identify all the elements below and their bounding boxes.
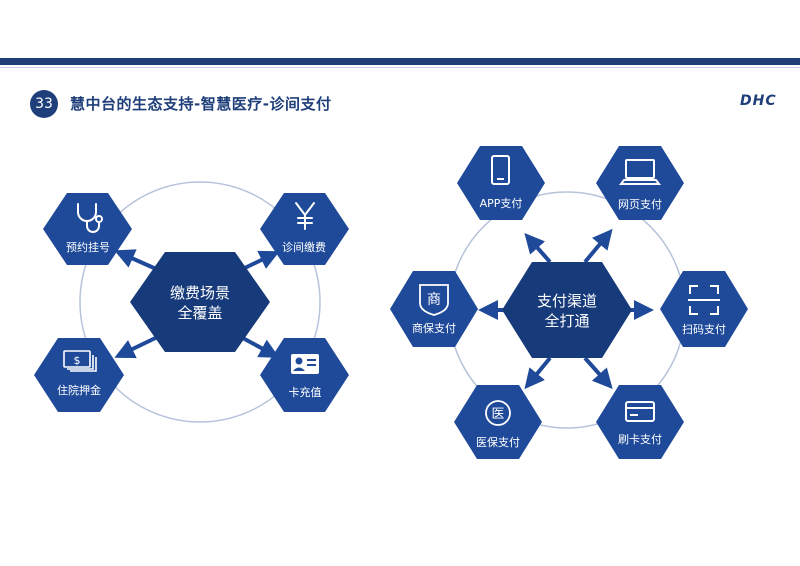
svg-text:$: $ (74, 354, 81, 367)
node-label-app-pay: APP支付 (480, 197, 523, 210)
left-center-hexagon (130, 252, 270, 352)
right-center-line2: 全打通 (544, 312, 589, 330)
left-diagram: 缴费场景 全覆盖 预约挂号 诊间缴费 (34, 181, 349, 423)
node-label-scan-pay: 扫码支付 (682, 323, 726, 336)
node-clinic-payment: 诊间缴费 (260, 193, 349, 265)
node-appointment: 预约挂号 (43, 193, 132, 265)
node-deposit: $ 住院押金 (34, 338, 124, 412)
node-label-appointment: 预约挂号 (66, 240, 110, 254)
page-number-badge: 33 (30, 90, 58, 118)
node-scan-pay: 扫码支付 (660, 271, 748, 347)
right-diagram: 支付渠道 全打通 APP支付 网页支付 商 (390, 146, 748, 459)
medical-badge-icon: 医 (485, 400, 511, 426)
arrow-to-app-pay (524, 233, 552, 264)
node-web-pay: 网页支付 (596, 146, 684, 220)
medical-badge-char: 医 (491, 407, 504, 422)
header-divider (0, 67, 800, 68)
left-center-line1: 缴费场景 (170, 284, 230, 302)
arrow-to-medical-ins-pay (524, 356, 552, 390)
id-card-icon (291, 354, 319, 374)
node-card-recharge: 卡充值 (260, 338, 349, 412)
node-label-web-pay: 网页支付 (618, 198, 662, 211)
node-card-pay: 刷卡支付 (596, 385, 684, 459)
node-label-deposit: 住院押金 (57, 383, 101, 397)
laptop-icon (619, 159, 661, 185)
cash-stack-icon: $ (63, 350, 97, 372)
right-center-hexagon (502, 262, 632, 358)
arrow-to-web-pay (583, 228, 613, 264)
left-center-line2: 全覆盖 (177, 304, 222, 322)
shop-badge-char: 商 (427, 292, 441, 308)
left-ring (79, 181, 321, 423)
scan-frame-icon (688, 285, 720, 315)
arrow-to-card-pay (583, 356, 613, 389)
node-label-card-recharge: 卡充值 (289, 385, 322, 399)
dhc-logo: DHC (740, 93, 777, 109)
right-center-line1: 支付渠道 (537, 292, 597, 310)
shop-badge-icon: 商 (419, 284, 449, 316)
stethoscope-icon (77, 203, 103, 233)
header-bar (0, 58, 800, 65)
node-label-commercial-ins-pay: 商保支付 (412, 321, 456, 335)
node-medical-ins-pay: 医 医保支付 (454, 385, 542, 459)
yen-icon (295, 202, 315, 230)
bank-card-icon (625, 401, 655, 422)
node-label-clinic-payment: 诊间缴费 (282, 240, 326, 254)
node-app-pay: APP支付 (457, 146, 545, 220)
page-title: 慧中台的生态支持-智慧医疗-诊间支付 (70, 95, 332, 113)
node-label-medical-ins-pay: 医保支付 (476, 435, 520, 449)
node-commercial-ins-pay: 商 商保支付 (390, 271, 478, 347)
smartphone-icon (491, 155, 510, 185)
node-label-card-pay: 刷卡支付 (618, 433, 662, 446)
